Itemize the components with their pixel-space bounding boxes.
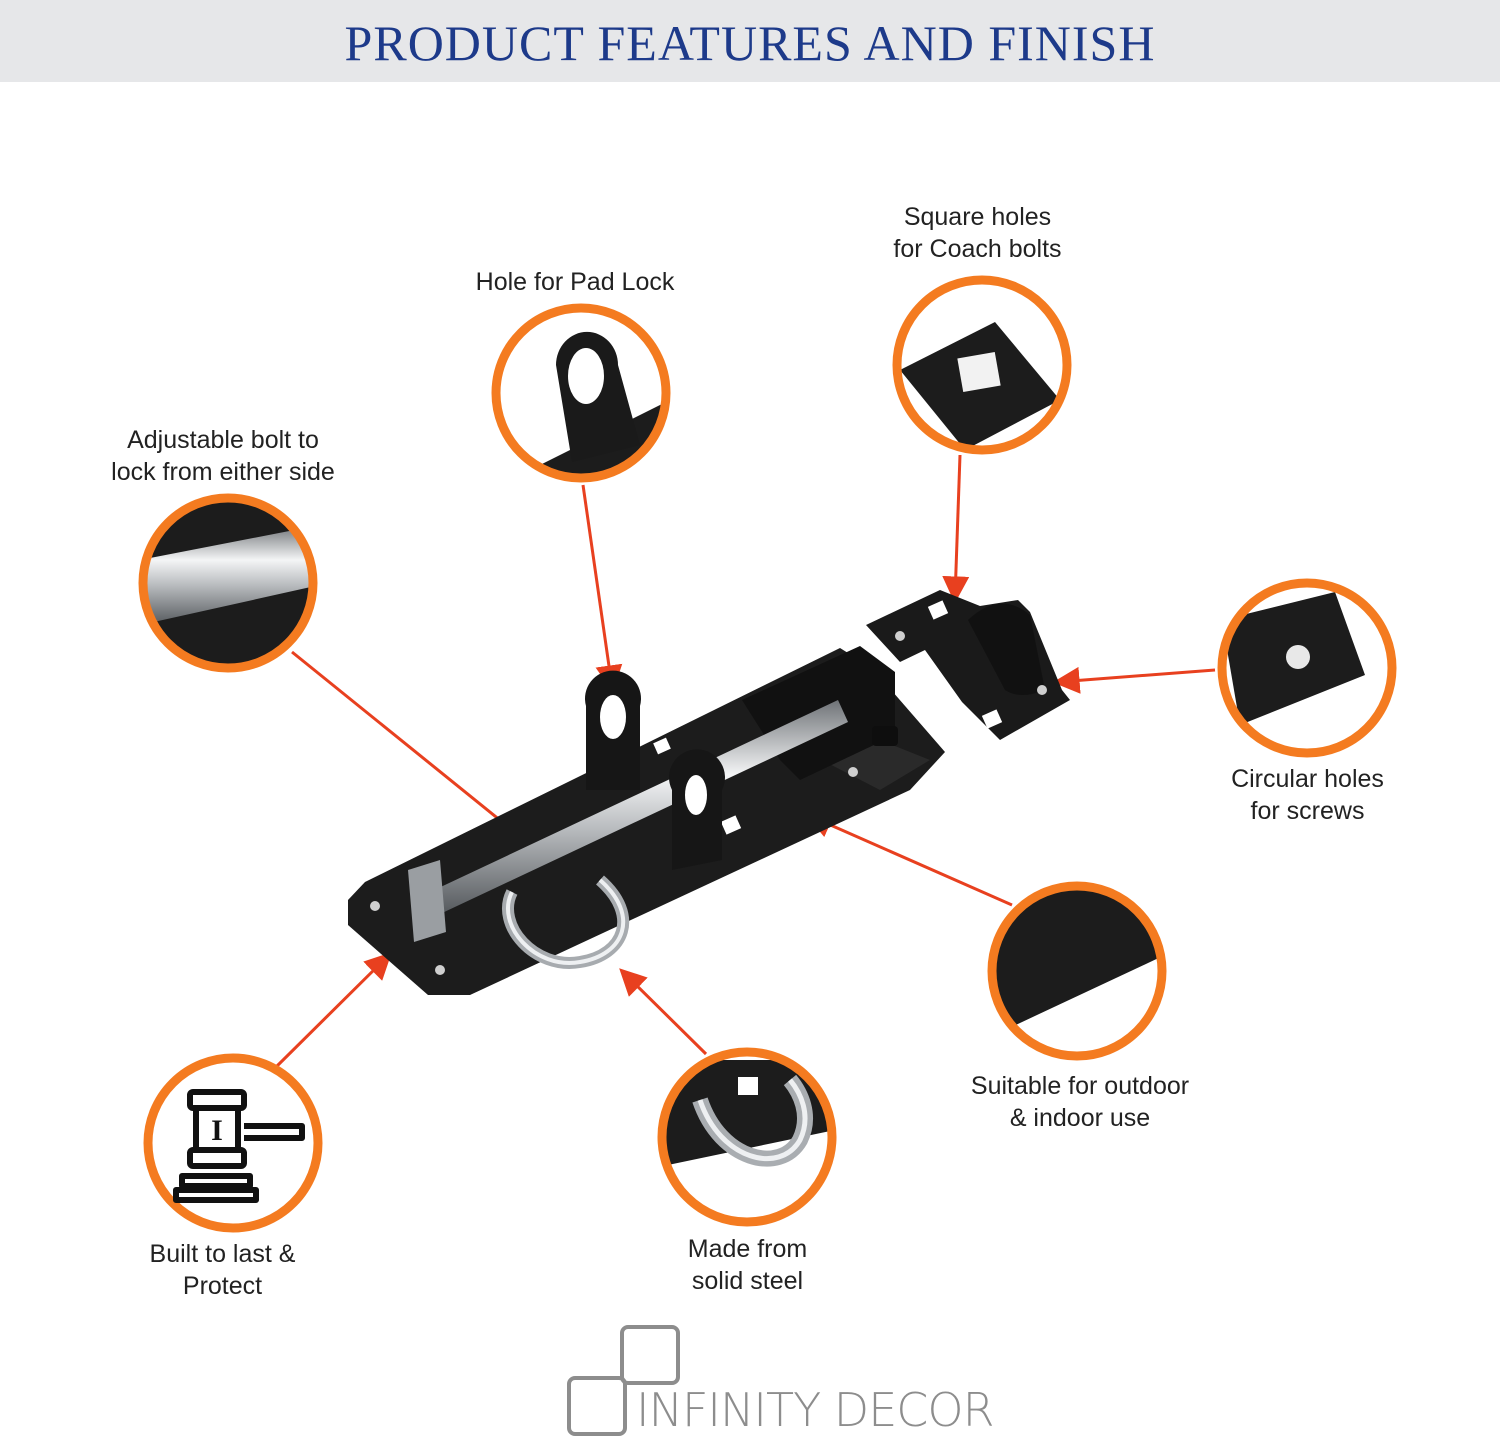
infinity-decor-logo [567, 1325, 680, 1436]
label-outdoor: Suitable for outdoor& indoor use [970, 1072, 1190, 1132]
arrow-outdoor [805, 812, 1013, 907]
brand-name: INFINITY DECOR [636, 1383, 995, 1437]
zoom-circle-built: I [143, 1053, 323, 1233]
zoom-circle-bolt [138, 493, 318, 673]
arrow-bolt [291, 650, 537, 850]
barrel-bolt [348, 646, 945, 995]
pointer-arrows [273, 454, 1216, 1070]
zoom-circle-coach [892, 275, 1072, 455]
label-padlock: Hole for Pad Lock [475, 268, 675, 296]
page-title: PRODUCT FEATURES AND FINISH [344, 15, 1156, 71]
arrow-steel [619, 968, 708, 1056]
arrow-coach [942, 454, 970, 604]
label-built: Built to last &Protect [149, 1240, 296, 1300]
zoom-circle-steel [657, 1047, 837, 1227]
svg-text:I: I [211, 1114, 223, 1147]
bolt-keeper [866, 590, 1070, 740]
arrow-screws [1052, 666, 1216, 694]
zoom-circle-padlock [491, 303, 671, 483]
header-banner: PRODUCT FEATURES AND FINISH [0, 0, 1500, 82]
steel-bolt-rod [430, 700, 848, 914]
zoom-circle-outdoor [987, 881, 1167, 1061]
zoom-circle-screws [1217, 578, 1397, 758]
gavel-icon [173, 1089, 305, 1203]
arrow-built [273, 952, 392, 1070]
arrow-padlock [581, 484, 623, 693]
